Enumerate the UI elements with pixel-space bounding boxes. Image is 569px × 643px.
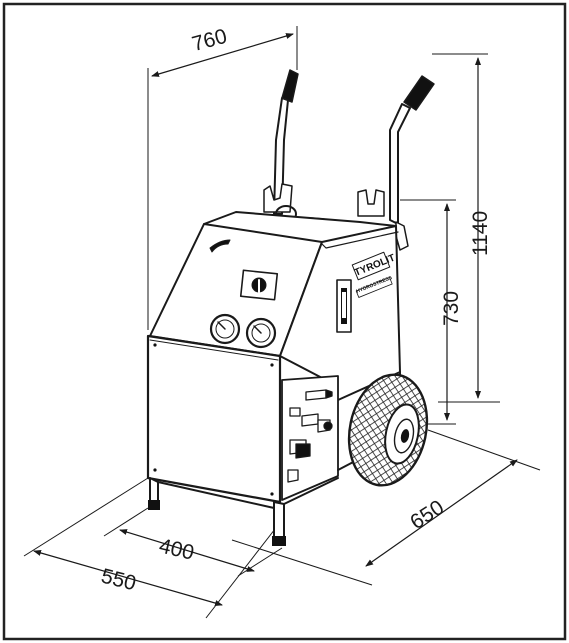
dim-label-1140: 1140: [469, 211, 492, 256]
pressure-gauge-right: [245, 317, 277, 349]
right-bracket: [357, 189, 385, 217]
connection-panel: [281, 375, 339, 501]
dimension-1140: 1140: [432, 53, 500, 403]
panel-screws: [153, 343, 274, 496]
left-bracket: [263, 183, 293, 213]
dim-label-400: 400: [157, 534, 196, 564]
right-handle: [389, 75, 435, 251]
dim-label-730: 730: [440, 291, 463, 326]
wheel: [347, 373, 429, 487]
frame-legs: [148, 477, 339, 546]
panel-handle: [209, 239, 231, 253]
front-panel-inner: [149, 339, 279, 361]
side-top-edge: [321, 231, 399, 249]
dim-label-650: 650: [406, 496, 448, 534]
front-panel: [146, 334, 282, 504]
dim-label-550: 550: [99, 565, 139, 596]
selector-switch: [239, 269, 279, 301]
level-indicator: [336, 279, 352, 333]
dimension-730: 730: [400, 199, 463, 425]
dimension-400: 400: [103, 507, 283, 577]
left-handle: [273, 69, 299, 215]
pressure-gauge-left: [209, 313, 241, 345]
machine-drawing: TYROLIT HYDROSTRESS: [146, 69, 435, 546]
dim-label-760: 760: [190, 25, 230, 56]
hose-couplings: [287, 389, 333, 483]
